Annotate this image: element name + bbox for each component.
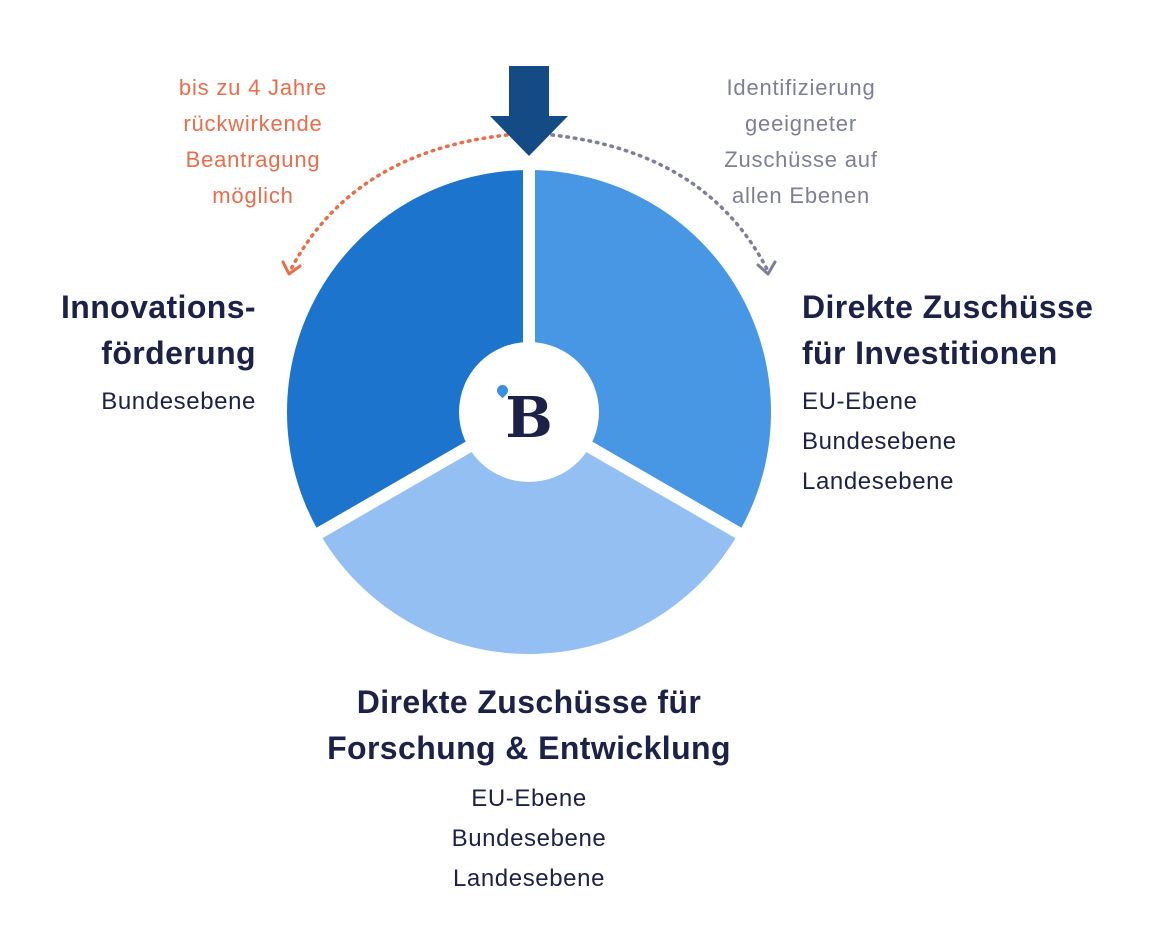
retroactive-dotted-arrow	[288, 133, 509, 273]
center-circle	[459, 342, 599, 482]
segment-title: Innovations- förderung	[61, 284, 256, 376]
segment-title-line: Direkte Zuschüsse	[802, 289, 1094, 325]
note-line: allen Ebenen	[731, 183, 871, 208]
note-line: geeigneter	[745, 111, 857, 136]
segment-title-line: Innovations-	[60, 289, 256, 325]
identification-arrowhead-icon	[756, 260, 777, 276]
segment-label-research: Direkte Zuschüsse für Forschung & Entwic…	[229, 679, 829, 899]
level-item: Bundesebene	[451, 825, 607, 852]
level-item: Bundesebene	[802, 428, 957, 455]
note-line: Zuschüsse auf	[724, 147, 878, 172]
brand-logo: B	[483, 372, 575, 464]
segment-title-line: für Investitionen	[802, 335, 1058, 371]
level-item: Landesebene	[802, 468, 955, 495]
note-line: möglich	[212, 183, 294, 208]
segment-title: Direkte Zuschüsse für Forschung & Entwic…	[229, 679, 829, 771]
brand-logo-letter: B	[505, 385, 553, 451]
identification-dotted-arrow	[550, 133, 770, 273]
segment-title-line: Direkte Zuschüsse für	[356, 684, 702, 720]
identification-note: Identifizierung geeigneter Zuschüsse auf…	[686, 70, 916, 214]
note-line: rückwirkende	[183, 111, 323, 136]
level-item: EU-Ebene	[802, 388, 918, 415]
retroactive-arrowhead-icon	[281, 260, 302, 276]
note-line: Identifizierung	[726, 75, 876, 100]
segment-levels: EU-Ebene Bundesebene Landesebene	[229, 779, 829, 899]
note-line: Beantragung	[185, 147, 321, 172]
segment-label-innovation: Innovations- förderung Bundesebene	[61, 284, 256, 422]
entry-down-arrow-icon	[490, 66, 568, 156]
segment-label-investments: Direkte Zuschüsse für Investitionen EU-E…	[802, 284, 1093, 502]
segment-title: Direkte Zuschüsse für Investitionen	[802, 284, 1093, 376]
retroactive-note: bis zu 4 Jahre rückwirkende Beantragung …	[138, 70, 368, 214]
segment-title-line: förderung	[101, 335, 256, 371]
segment-title-line: Forschung & Entwicklung	[327, 730, 731, 766]
level-item: EU-Ebene	[471, 785, 587, 812]
note-line: bis zu 4 Jahre	[178, 75, 328, 100]
segment-levels: Bundesebene	[61, 382, 256, 422]
segment-levels: EU-Ebene Bundesebene Landesebene	[802, 382, 1093, 502]
level-item: Bundesebene	[101, 388, 256, 415]
level-item: Landesebene	[452, 865, 606, 892]
